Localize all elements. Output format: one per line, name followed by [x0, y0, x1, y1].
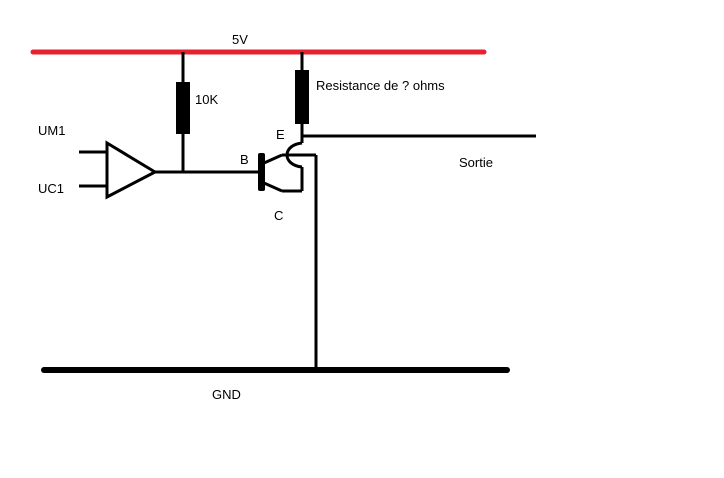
buffer-symbol [105, 140, 159, 200]
ground-label: GND [212, 387, 241, 402]
wire-crossing-hop [285, 141, 303, 169]
transistor-base-bar [258, 153, 265, 191]
transistor-emitter-lead [263, 153, 283, 165]
base-resistor-label: 10K [195, 92, 218, 107]
base-resistor [176, 82, 190, 134]
collector-label: C [274, 208, 283, 223]
emitter-label: E [276, 127, 285, 142]
input-1-label: UM1 [38, 123, 65, 138]
load-resistor-label: Resistance de ? ohms [316, 78, 445, 93]
supply-label: 5V [232, 32, 248, 47]
output-label: Sortie [459, 155, 493, 170]
base-label: B [240, 152, 249, 167]
load-resistor [295, 70, 309, 124]
transistor-collector-lead [263, 181, 283, 193]
input-2-label: UC1 [38, 181, 64, 196]
